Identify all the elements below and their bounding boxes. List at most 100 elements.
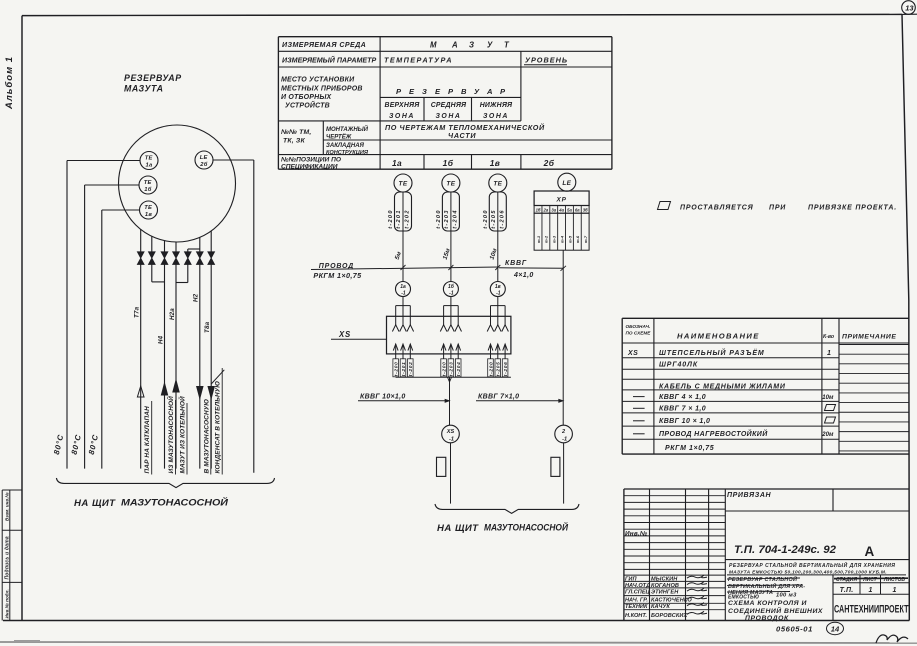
svg-text:Р: Р — [396, 87, 402, 96]
svg-text:ОБОЗНАЧ.: ОБОЗНАЧ. — [626, 324, 651, 329]
svg-text:КВВГ: КВВГ — [505, 260, 527, 267]
svg-text:З: З — [422, 87, 427, 96]
svg-text:13: 13 — [905, 3, 914, 12]
svg-text:К-во: К-во — [823, 334, 834, 340]
svg-text:ИЗМЕРЯЕМАЯ СРЕДА: ИЗМЕРЯЕМАЯ СРЕДА — [282, 41, 366, 49]
svg-text:БОРОВСКИХ: БОРОВСКИХ — [651, 613, 689, 619]
svg-text:Т.П.: Т.П. — [840, 587, 854, 594]
svg-text:КОНСТРУКЦИЯ: КОНСТРУКЦИЯ — [326, 150, 369, 156]
svg-text:XS: XS — [627, 350, 638, 357]
svg-text:МЫСКИН: МЫСКИН — [651, 577, 678, 583]
svg-text:4×1,0: 4×1,0 — [513, 272, 534, 279]
svg-text:t-200: t-200 — [488, 361, 494, 376]
svg-text:Н2: Н2 — [193, 293, 200, 302]
svg-text:РЕЗЕРВУАР СТАЛЬНОЙ ВЕРТИКАЛЬ: РЕЗЕРВУАР СТАЛЬНОЙ ВЕРТИКАЛЬНЫЙ ДЛЯ ХРАН… — [729, 561, 895, 569]
svg-text:У: У — [474, 87, 480, 96]
svg-text:1б: 1б — [443, 158, 454, 168]
svg-text:t-204: t-204 — [456, 361, 462, 376]
svg-text:СТАДИЯ: СТАДИЯ — [836, 577, 857, 583]
svg-text:XS: XS — [446, 429, 455, 435]
svg-text:В: В — [461, 87, 467, 96]
svg-text:ТЕХНИК: ТЕХНИК — [625, 604, 648, 610]
svg-text:14: 14 — [831, 625, 840, 634]
svg-text:ПАР НА КАТКЛАПАН: ПАР НА КАТКЛАПАН — [144, 406, 151, 474]
svg-text:-1: -1 — [562, 437, 567, 443]
svg-text:МЕСТО УСТАНОВКИ: МЕСТО УСТАНОВКИ — [281, 77, 355, 84]
svg-text:1в: 1в — [495, 284, 501, 290]
svg-text:t-200: t-200 — [483, 209, 489, 229]
svg-text:5а: 5а — [567, 207, 572, 212]
svg-text:СХЕМА КОНТРОЛЯ И: СХЕМА КОНТРОЛЯ И — [728, 600, 807, 607]
svg-text:КВВГ 10×1,0: КВВГ 10×1,0 — [360, 394, 406, 401]
svg-text:t-200: t-200 — [441, 361, 447, 376]
svg-text:ШТЕПСЕЛЬНЫЙ РАЗЪЁМ: ШТЕПСЕЛЬНЫЙ РАЗЪЁМ — [659, 348, 765, 357]
svg-text:t-206: t-206 — [503, 361, 509, 376]
svg-text:№№ ТМ,: №№ ТМ, — [281, 129, 311, 136]
svg-text:15м: 15м — [442, 247, 452, 260]
svg-text:ЛИСТ: ЛИСТ — [862, 577, 877, 583]
svg-text:А: А — [451, 40, 458, 49]
svg-text:ТЕ: ТЕ — [144, 180, 153, 186]
svg-text:ЗОНА: ЗОНА — [436, 113, 462, 120]
svg-text:СОЕДИНЕНИЙ ВНЕШНИХ: СОЕДИНЕНИЙ ВНЕШНИХ — [728, 606, 823, 615]
svg-text:t-205: t-205 — [496, 361, 502, 376]
svg-text:КАСТЮЧЕНКО: КАСТЮЧЕНКО — [651, 598, 692, 604]
svg-text:УСТРОЙСТВ: УСТРОЙСТВ — [285, 101, 330, 110]
svg-text:3а: 3а — [551, 207, 556, 212]
svg-text:т-2: т-2 — [544, 235, 549, 243]
svg-text:1в: 1в — [145, 212, 153, 218]
svg-text:Н4: Н4 — [157, 335, 164, 344]
svg-text:LЕ: LЕ — [562, 180, 571, 187]
svg-text:СПЕЦИФИКАЦИИ: СПЕЦИФИКАЦИИ — [281, 163, 338, 170]
svg-text:ЕМКОСТЬЮ: ЕМКОСТЬЮ — [728, 595, 759, 601]
svg-text:РЕЗЕРВУАР СТАЛЬНОЙ: РЕЗЕРВУАР СТАЛЬНОЙ — [728, 575, 797, 583]
svg-text:ТЕ: ТЕ — [399, 181, 408, 188]
svg-text:5м: 5м — [394, 250, 403, 260]
svg-text:НАЧ.ОТД: НАЧ.ОТД — [625, 583, 650, 589]
svg-text:2: 2 — [561, 429, 566, 435]
svg-text:1: 1 — [827, 350, 831, 357]
svg-text:ВЕРХНЯЯ: ВЕРХНЯЯ — [385, 102, 421, 109]
svg-text:t-204: t-204 — [453, 209, 459, 229]
svg-text:ПРИ: ПРИ — [769, 204, 786, 211]
svg-text:1б: 1б — [448, 283, 455, 290]
svg-text:Инв.№: Инв.№ — [625, 530, 648, 537]
svg-text:80°С: 80°С — [70, 433, 83, 455]
svg-text:ТЕМПЕРАТУРА: ТЕМПЕРАТУРА — [384, 56, 453, 65]
svg-text:А: А — [486, 87, 492, 96]
svg-text:МЕСТНЫХ ПРИБОРОВ: МЕСТНЫХ ПРИБОРОВ — [281, 85, 363, 92]
svg-text:t-206: t-206 — [499, 209, 505, 229]
svg-text:t-202: t-202 — [408, 361, 414, 376]
svg-text:ТЕ: ТЕ — [145, 156, 154, 162]
svg-text:ПРОВОД: ПРОВОД — [319, 263, 354, 270]
svg-text:РЕЗЕРВУАР: РЕЗЕРВУАР — [124, 73, 182, 83]
svg-text:ЗОНА: ЗОНА — [483, 113, 509, 120]
svg-text:т-4: т-4 — [559, 235, 564, 243]
svg-text:МОНТАЖНЫЙ: МОНТАЖНЫЙ — [326, 125, 369, 133]
svg-text:У: У — [487, 40, 493, 49]
svg-text:ЗОНА: ЗОНА — [389, 113, 415, 120]
svg-text:Т8а: Т8а — [204, 321, 211, 333]
svg-text:САНТЕХНИИПРОЕКТ: САНТЕХНИИПРОЕКТ — [834, 604, 909, 616]
svg-text:1в: 1в — [490, 158, 501, 168]
svg-text:Альбом 1: Альбом 1 — [4, 56, 15, 110]
svg-text:ГЛ.СПЕЦ: ГЛ.СПЕЦ — [625, 590, 650, 596]
svg-text:ПРИВЯЗКЕ ПРОЕКТА.: ПРИВЯЗКЕ ПРОЕКТА. — [808, 204, 897, 211]
svg-text:1б: 1б — [144, 186, 152, 193]
svg-text:КАБЕЛЬ С МЕДНЫМИ ЖИЛАМИ: КАБЕЛЬ С МЕДНЫМИ ЖИЛАМИ — [659, 384, 786, 391]
svg-text:НАИМЕНОВАНИЕ: НАИМЕНОВАНИЕ — [677, 331, 760, 340]
svg-text:100 м3: 100 м3 — [776, 592, 797, 598]
svg-text:ЛИСТОВ: ЛИСТОВ — [883, 577, 905, 583]
svg-text:НАЧ. ГР.: НАЧ. ГР. — [625, 598, 648, 604]
svg-text:ТЕ: ТЕ — [493, 181, 502, 188]
svg-text:ШРГ40ЛК: ШРГ40ЛК — [659, 362, 698, 369]
svg-text:КВВГ 7 × 1,0: КВВГ 7 × 1,0 — [659, 406, 706, 413]
svg-text:т-3: т-3 — [552, 235, 557, 243]
svg-text:10м: 10м — [489, 247, 499, 260]
svg-text:XS: XS — [338, 330, 351, 339]
svg-text:№№ПОЗИЦИИ ПО: №№ПОЗИЦИИ ПО — [281, 157, 342, 164]
svg-text:НА: НА — [437, 523, 452, 534]
svg-text:ЭТИНГЕН: ЭТИНГЕН — [651, 590, 679, 596]
svg-text:Подпись и дата: Подпись и дата — [5, 536, 11, 579]
svg-text:Е: Е — [435, 87, 441, 96]
